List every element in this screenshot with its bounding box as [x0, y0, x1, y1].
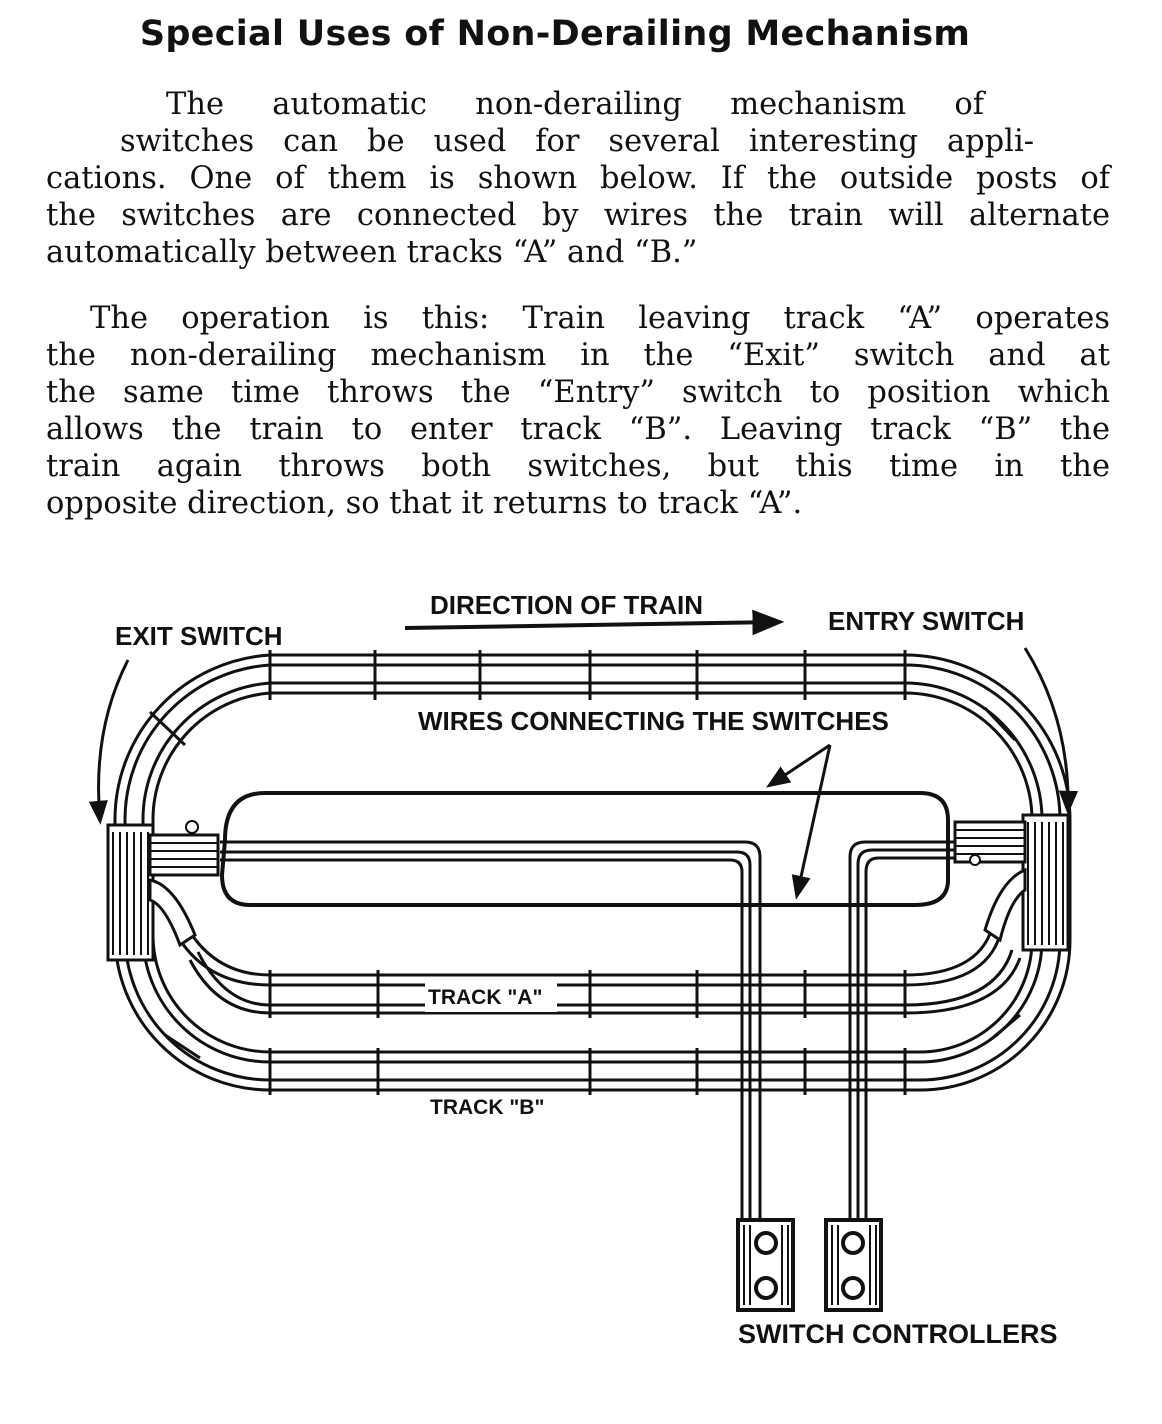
paragraph-operation: The operation is this: Train leaving tra… — [46, 300, 1110, 522]
paragraph-line: opposite direction, so that it returns t… — [46, 486, 803, 521]
connecting-wire — [219, 791, 950, 907]
paragraph-line: switches can be used for several interes… — [120, 124, 1034, 159]
wires-connecting-label: WIRES CONNECTING THE SWITCHES — [418, 706, 889, 736]
paragraph-intro: The automatic non-derailing mechanism of… — [46, 86, 1110, 271]
paragraph-line: automatically between tracks “A” and “B.… — [46, 235, 698, 270]
inner-track-a — [178, 927, 1022, 1015]
page-heading: Special Uses of Non-Derailing Mechanism — [139, 14, 971, 54]
paragraph-line: allows the train to enter track “B”. Lea… — [46, 412, 1110, 447]
entry-switch-pointer-arrow — [1023, 647, 1079, 815]
track-layout-diagram: DIRECTION OF TRAIN EXIT SWITCH ENTRY SWI… — [88, 590, 1079, 1349]
controller-wires — [220, 840, 955, 1225]
exit-switch-label: EXIT SWITCH — [115, 621, 283, 651]
paragraph-line: train again throws both switches, but th… — [46, 449, 1110, 484]
direction-of-train-label: DIRECTION OF TRAIN — [430, 590, 703, 620]
track-b-label: TRACK "B" — [430, 1096, 544, 1119]
entry-switch-label: ENTRY SWITCH — [828, 606, 1024, 636]
track-a-label: TRACK "A" — [428, 986, 542, 1009]
paragraph-line: the same time throws the “Entry” switch … — [46, 375, 1110, 410]
paragraph-line: cations. One of them is shown below. If … — [46, 161, 1110, 196]
outer-loop-track — [113, 653, 1072, 1092]
switch-controller-right — [824, 1218, 883, 1312]
entry-switch — [953, 813, 1070, 952]
paragraph-line: The automatic non-derailing mechanism of — [166, 87, 984, 122]
wires-pointer-arrow-1 — [766, 743, 831, 788]
track-ties — [148, 650, 1021, 1095]
paragraph-line: The operation is this: Train leaving tra… — [90, 301, 1110, 336]
direction-arrow — [404, 609, 785, 636]
switch-controller-left — [736, 1218, 795, 1312]
exit-switch-pointer-arrow — [88, 659, 130, 825]
paragraph-line: the non-derailing mechanism in the “Exit… — [46, 338, 1110, 373]
paragraph-line: the switches are connected by wires the … — [46, 198, 1110, 233]
wires-pointer-arrow-2 — [791, 744, 832, 900]
exit-switch — [106, 820, 220, 962]
switch-controllers-label: SWITCH CONTROLLERS — [738, 1319, 1057, 1349]
